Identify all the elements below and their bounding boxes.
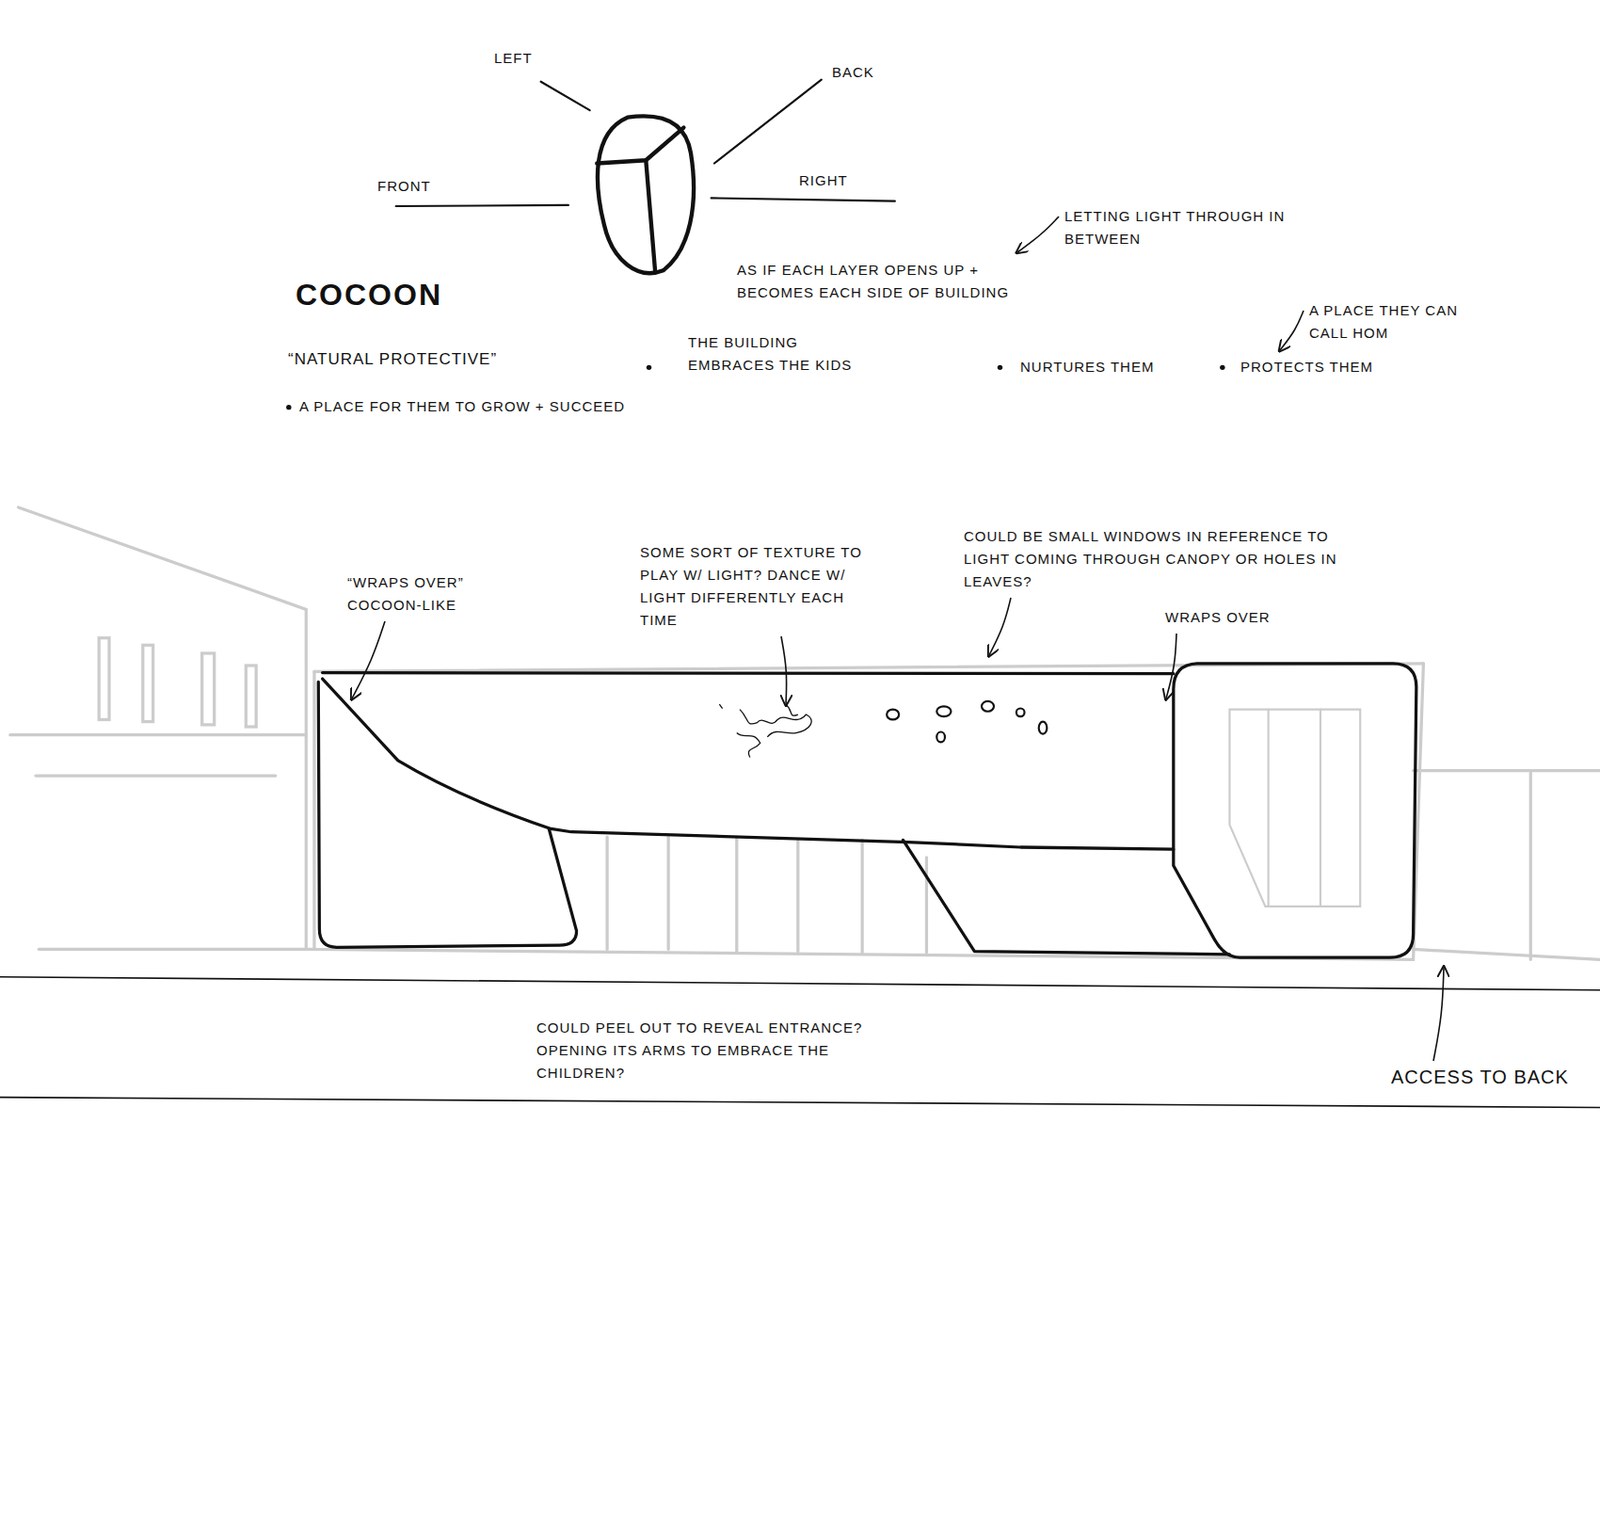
context-buildings-part — [925, 857, 928, 953]
leader-line — [1166, 633, 1177, 699]
context-buildings-part — [1413, 948, 1600, 960]
view-label: FRONT — [377, 175, 432, 198]
street-lines — [0, 976, 1600, 1108]
building-elevation-part — [1173, 663, 1417, 958]
leader-line — [781, 636, 787, 704]
view-label: BACK — [832, 61, 875, 84]
small-windows — [886, 701, 1047, 742]
small-windows-part — [936, 705, 951, 717]
design-note: COULD BE SMALL WINDOWS IN REFERENCE TO L… — [963, 525, 1378, 593]
bullet-dots-part — [997, 365, 1003, 370]
direction-lines-part — [711, 197, 896, 201]
leader-line — [1433, 967, 1444, 1061]
design-note: COULD PEEL OUT TO REVEAL ENTRANCE? OPENI… — [536, 1016, 895, 1085]
context-buildings-part — [202, 653, 215, 725]
bullet-dots-part — [1219, 365, 1225, 370]
direction-lines-part — [541, 81, 591, 111]
small-windows-part — [981, 701, 994, 712]
texture-scribble — [719, 704, 812, 757]
context-buildings-part — [605, 836, 608, 949]
context-buildings-part — [667, 836, 671, 949]
cocoon-diagram — [596, 115, 694, 273]
context-buildings-part — [18, 507, 307, 950]
context-buildings-part — [98, 638, 110, 720]
small-windows-part — [1016, 708, 1025, 718]
context-buildings-part — [735, 836, 738, 951]
context-buildings-part — [1529, 772, 1533, 960]
leader-line — [1280, 310, 1304, 351]
building-elevation-part — [322, 678, 1174, 849]
context-buildings-part — [314, 663, 1424, 960]
bullet-dots-part — [286, 404, 291, 410]
design-note: LETTING LIGHT THROUGH IN BETWEEN — [1064, 205, 1286, 251]
texture-scribble-part — [719, 704, 722, 708]
bullet-dots-part — [646, 365, 652, 370]
context-buildings — [10, 507, 1600, 960]
context-buildings-part — [245, 665, 256, 727]
context-buildings-part — [1267, 709, 1270, 907]
small-windows-part — [886, 709, 899, 720]
context-buildings-part — [35, 773, 276, 777]
design-note: WRAPS OVER — [1165, 606, 1271, 629]
concept-bullet: THE BUILDING EMBRACES THE KIDS — [688, 331, 881, 377]
direction-lines — [396, 80, 896, 207]
building-elevation-part — [903, 839, 1231, 954]
concept-keyword: “NATURAL PROTECTIVE” — [288, 348, 497, 371]
access-note: ACCESS TO BACK — [1391, 1065, 1569, 1088]
context-buildings-part — [38, 947, 317, 951]
concept-bullet: NURTURES THEM — [1020, 355, 1154, 379]
design-note: SOME SORT OF TEXTURE TO PLAY W/ LIGHT? D… — [640, 541, 885, 632]
context-buildings-part — [143, 644, 154, 721]
concept-bullet: PROTECTS THEM — [1240, 355, 1374, 379]
cocoon-diagram-part — [596, 128, 684, 164]
building-elevation-part — [318, 681, 576, 947]
direction-lines-part — [396, 205, 569, 207]
leader-line — [989, 597, 1011, 656]
context-buildings-part — [861, 839, 864, 952]
context-buildings-part — [1413, 768, 1600, 772]
context-buildings-part — [10, 733, 306, 736]
texture-scribble-part — [739, 709, 812, 737]
street-lines-part — [0, 1097, 1600, 1108]
direction-lines-part — [714, 80, 822, 164]
context-buildings-part — [1319, 709, 1322, 907]
cocoon-diagram-part — [597, 115, 694, 273]
view-label: LEFT — [494, 47, 533, 70]
cocoon-diagram-part — [645, 160, 656, 271]
view-label: RIGHT — [799, 169, 848, 192]
texture-scribble-part — [736, 733, 761, 758]
small-windows-part — [936, 731, 945, 742]
design-note: “WRAPS OVER” COCOON-LIKE — [347, 571, 517, 617]
building-elevation — [318, 663, 1417, 958]
design-note: A PLACE THEY CAN CALL HOM — [1309, 299, 1488, 345]
context-buildings-part — [796, 838, 800, 951]
street-lines-part — [0, 976, 1600, 991]
leader-line — [1017, 216, 1059, 253]
context-buildings-part — [1229, 709, 1360, 907]
small-windows-part — [1039, 721, 1048, 735]
design-note: AS IF EACH LAYER OPENS UP + BECOMES EACH… — [736, 258, 1048, 304]
concept-bullet: A PLACE FOR THEM TO GROW + SUCCEED — [299, 395, 625, 418]
texture-scribble-part — [785, 704, 799, 716]
sketch-title: COCOON — [295, 277, 443, 313]
building-elevation-part — [322, 672, 1174, 674]
leader-line — [352, 621, 385, 699]
